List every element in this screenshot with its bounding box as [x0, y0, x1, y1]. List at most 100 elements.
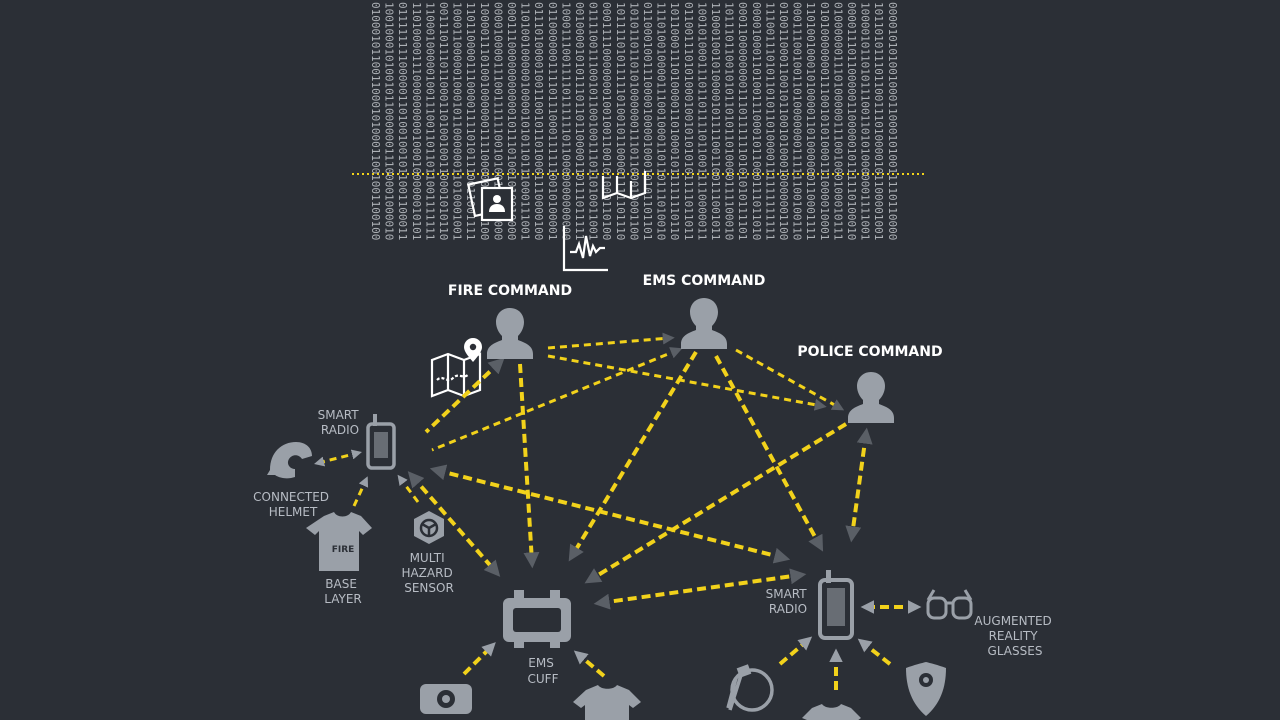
ems-command-person-icon [681, 298, 727, 349]
smart-radio-icon [366, 414, 396, 470]
body-camera-badge-device [906, 662, 946, 716]
binary-column: 010001011001100010100011001001100100 [369, 2, 382, 240]
link-sensor-radio [397, 474, 420, 503]
smart-radio-right-label-1: SMART [766, 587, 808, 601]
binary-column: 011111111000001101001001011001100011 [396, 2, 409, 240]
binary-data-stream: 010001011001100010100011001001100100 1001… [369, 2, 899, 240]
ems-command-label: EMS COMMAND [643, 273, 766, 289]
binary-column: 000110000000011101111110101010111101 [736, 2, 749, 240]
binary-column: 000010101001000110001010011110110000 [886, 2, 899, 240]
binary-column: 101100011101000011010001011111110110 [668, 2, 681, 240]
binary-column: 000111000000000001011101001010010000 [505, 2, 518, 240]
binary-column: 101011011010100000011101100010001100 [627, 2, 640, 240]
binary-column: 101110110010101101011010000111100010 [723, 2, 736, 240]
svg-text:CONNECTED HELMET: CONNECTED HELMET [253, 490, 333, 519]
smart-radio-icon [818, 570, 854, 640]
svg-text:BASE LAYER: BASE LAYER [324, 577, 362, 606]
connected-helmet: CONNECTED HELMET [253, 442, 333, 519]
link-fire-radio [424, 357, 505, 434]
location-map-icon [430, 338, 482, 398]
link-badge-radio [857, 638, 892, 666]
svg-text:MULTI HAZARD SENSO: MULTI HAZARD SENSOR [401, 551, 456, 595]
binary-column: 110100100000100001010110111000111001 [519, 2, 532, 240]
binary-column: 111001110101101011010000111111111111 [763, 2, 776, 240]
ems-cuff: EMS CUFF [503, 590, 571, 686]
ar-glasses-label-2: REALITY [989, 629, 1039, 643]
link-police-cuff [584, 422, 848, 584]
shirt-icon [306, 512, 372, 571]
ems-base-layer-shirt [573, 685, 641, 720]
shirt-icon [573, 685, 641, 720]
ems-monitor-device [420, 684, 472, 714]
binary-column: 110001001010000101111001100111001011 [709, 2, 722, 240]
shirt-icon [802, 704, 861, 720]
binary-column: 001110111011000110100100110001010110 [437, 2, 450, 240]
smart-radio-left: SMART RADIO [318, 408, 396, 470]
helmet-icon [267, 442, 312, 479]
smart-radio-left-label-1: SMART [318, 408, 360, 422]
fire-command-node: FIRE COMMAND [448, 283, 572, 359]
police-base-layer-shirt [802, 704, 861, 720]
binary-column: 011000100111000010000100010101101101 [641, 2, 654, 240]
binary-column: 000010001101001110001011000111011010 [750, 2, 763, 240]
base-layer-label-1: BASE [325, 577, 357, 591]
link-ems-radio [431, 347, 683, 452]
fire-command-label: FIRE COMMAND [448, 283, 572, 299]
ems-cuff-icon [503, 590, 571, 648]
binary-column: 001000010101110110110000110111011111 [573, 2, 586, 240]
link-ems-police [735, 348, 845, 411]
multi-hazard-sensor-label-1: MULTI [410, 551, 445, 565]
binary-column: 011101000010011001011010001110000100 [532, 2, 545, 240]
binary-column: 100011000001000101100000011010001001 [451, 2, 464, 240]
link-shirt-radio [352, 476, 369, 507]
svg-text:SMART RADIO: SMART RADIO [766, 587, 811, 616]
link-fire-police [547, 354, 827, 411]
binary-column: 100011100111101111110110000000000000 [559, 2, 572, 240]
binary-column: 011110011100101100100111011010011001 [587, 2, 600, 240]
svg-text:AUGMENTED REALITY: AUGMENTED REALITY GLASSES [974, 614, 1055, 658]
link-cuff-left-device [462, 642, 496, 676]
ar-glasses-label-1: AUGMENTED [974, 614, 1051, 628]
binary-column: 110110000111000011110101110011001111 [464, 2, 477, 240]
binary-column: 000011101100000110000010111110100010 [845, 2, 858, 240]
link-cuff-shirt [573, 650, 606, 678]
link-radio-cuff [407, 471, 501, 577]
binary-column: 011000000111101110001111110010100001 [546, 2, 559, 240]
base-layer-shirt-text: FIRE [332, 545, 355, 555]
police-command-node: POLICE COMMAND [797, 344, 943, 423]
binary-column: 010000001110100000111001000100010111 [831, 2, 844, 240]
link-watch-radio [778, 636, 813, 666]
binary-column: 000111001001101000000011111100100110 [791, 2, 804, 240]
photo-icon [466, 177, 514, 222]
base-layer: FIRE BASE LAYER [306, 512, 372, 606]
link-police-radio-right [845, 427, 873, 543]
binary-column: 111010010000111001000110110111010010 [655, 2, 668, 240]
police-command-label: POLICE COMMAND [797, 344, 942, 360]
fire-command-person-icon [487, 308, 533, 359]
augmented-reality-glasses: AUGMENTED REALITY GLASSES [926, 589, 1055, 658]
binary-column: 100101000111011011110110011110000011 [695, 2, 708, 240]
ems-cuff-label-1: EMS [528, 656, 554, 670]
badge-camera-icon [906, 662, 946, 716]
link-fire-cuff [518, 363, 540, 569]
smart-radio-right-label-2: RADIO [769, 602, 807, 616]
binary-column: 110001000001001110011011011001111111 [423, 2, 436, 240]
link-radio-radio-right [429, 464, 791, 564]
map-icon [601, 171, 647, 200]
binary-column: 011001110101000100101010101111011011 [682, 2, 695, 240]
link-fire-ems [547, 332, 675, 350]
binary-column: 010011000110010110010100010000001100 [777, 2, 790, 240]
hazard-sensor-icon [414, 511, 444, 544]
link-helmet-radio [314, 449, 362, 467]
multi-hazard-sensor-label-3: SENSOR [404, 581, 454, 595]
binary-column: 110100001110000000001000100000010101 [410, 2, 423, 240]
smart-watch-device [726, 664, 774, 712]
link-cuff-radio-right [593, 568, 807, 610]
glasses-icon [926, 589, 973, 620]
ems-cuff-label-2: CUFF [528, 672, 559, 686]
binary-column: 000010000111001111110010100110110000 [491, 2, 504, 240]
svg-text:SMART RADIO: SMART RADIO [318, 408, 363, 437]
binary-column: 000111100000001001001100101000110100 [600, 2, 613, 240]
vital-signs-chart-icon [562, 226, 608, 272]
